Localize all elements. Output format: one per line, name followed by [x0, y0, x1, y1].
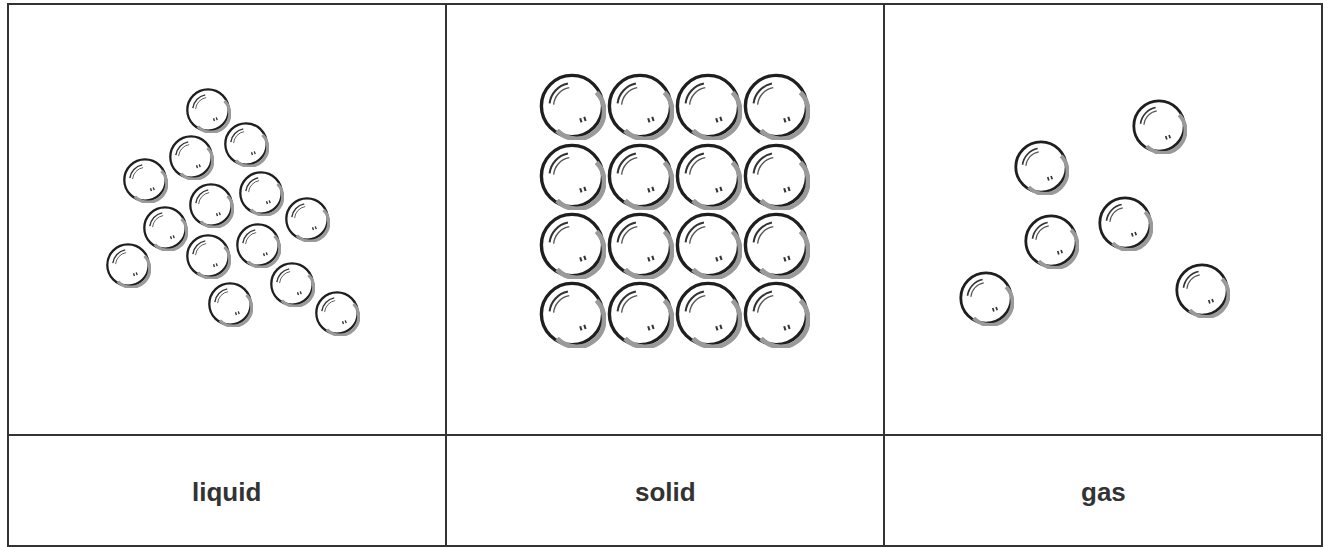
gas-particles — [961, 101, 1229, 325]
solid-particles — [541, 75, 808, 346]
cell-label: gas — [1081, 477, 1126, 508]
liquid-particles — [107, 89, 358, 335]
cell-label: liquid — [192, 477, 261, 508]
cell-label: solid — [635, 477, 696, 508]
table-grid — [8, 4, 1322, 546]
